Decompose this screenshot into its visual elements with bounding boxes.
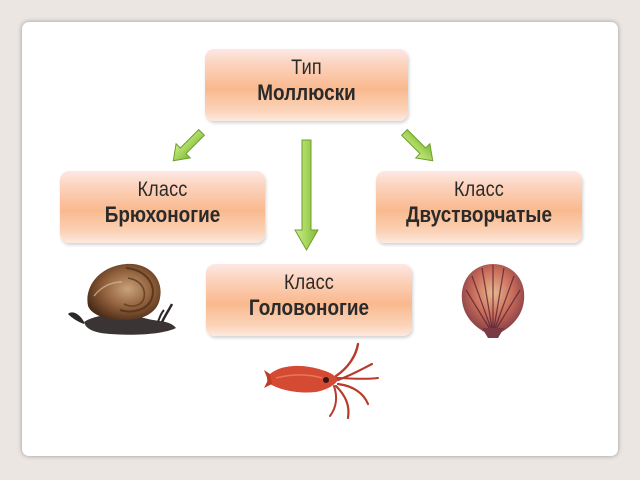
arrow-to-gastropoda bbox=[172, 128, 206, 162]
scallop-illustration bbox=[461, 264, 525, 338]
cephalopoda-name: Головоногие bbox=[248, 295, 370, 320]
phylum-rank: Тип bbox=[291, 56, 322, 79]
arrows-layer bbox=[172, 128, 434, 252]
bivalvia-name: Двустворчатые bbox=[406, 202, 552, 227]
arrow-to-bivalvia bbox=[400, 128, 434, 162]
arrow-to-cephalopoda bbox=[294, 139, 319, 252]
cephalopoda-box: Класс Головоногие bbox=[206, 264, 412, 336]
slide: Тип Моллюски Класс Брюхоногие Класс Двус… bbox=[22, 22, 618, 456]
cephalopoda-rank: Класс bbox=[283, 271, 335, 294]
bivalvia-box: Класс Двустворчатые bbox=[376, 171, 582, 243]
squid-illustration bbox=[264, 342, 379, 420]
gastropoda-name: Брюхоногие bbox=[104, 202, 221, 227]
snail-illustration bbox=[68, 263, 176, 335]
phylum-box: Тип Моллюски bbox=[205, 49, 408, 121]
phylum-name: Моллюски bbox=[257, 80, 356, 105]
bivalvia-rank: Класс bbox=[453, 178, 505, 201]
gastropoda-box: Класс Брюхоногие bbox=[60, 171, 265, 243]
gastropoda-rank: Класс bbox=[137, 178, 188, 201]
